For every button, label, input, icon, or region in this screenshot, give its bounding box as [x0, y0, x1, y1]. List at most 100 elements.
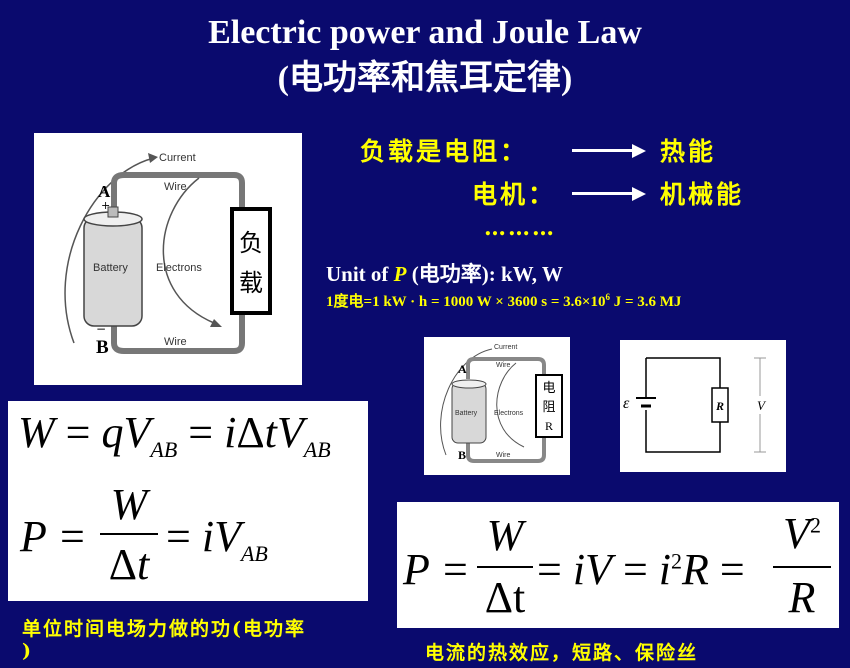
plus-sign: +	[101, 199, 110, 212]
resistor-label-1: 电	[542, 381, 555, 396]
voltage-label-bg	[752, 396, 770, 414]
motor-arrow-line	[572, 192, 634, 195]
work-formula: W = qVAB = iΔtVAB	[18, 408, 331, 462]
formula-box-right: P = W Δt = iV = i2R = V2 R	[397, 502, 839, 628]
power-symbol-right: P	[403, 545, 430, 594]
current-symbol: i	[224, 408, 237, 457]
unit-symbol: P	[393, 262, 407, 286]
mechanical-energy-text: 机械能	[660, 180, 745, 209]
equals-1: =	[60, 512, 85, 561]
small-electrons-arc	[496, 362, 525, 448]
delta-symbol: Δ	[236, 408, 265, 457]
bottom-wire	[111, 313, 245, 354]
subscript-ab-1: AB	[150, 436, 178, 462]
resistor-label-2: 阻	[542, 400, 555, 415]
denominator-delta: Δ	[108, 540, 138, 589]
square-1: 2	[671, 548, 682, 574]
unit-conversion: 1度电=1 kW · h = 1000 W × 3600 s = 3.6×106…	[326, 290, 681, 311]
subscript-ab-2: AB	[303, 436, 331, 462]
current-symbol-2: i	[201, 512, 215, 561]
unit-prefix: Unit of	[326, 262, 394, 286]
resistor-box	[535, 374, 563, 438]
small-wire-top-label: Wire	[496, 362, 510, 369]
circuit-bottom-wire	[645, 410, 721, 453]
page-title: Electric power and Joule Law	[208, 14, 642, 51]
wire-top-label: Wire	[164, 181, 187, 193]
load-box	[230, 207, 272, 315]
circuit-resistor-label: R	[715, 399, 724, 413]
small-bottom-wire	[466, 437, 546, 463]
equals-2: =	[443, 545, 468, 594]
battery-resistor-svg: Battery Electrons Current Wire Wire A B …	[440, 344, 563, 463]
joule-effect-note: 电流的热效应，短路、保险丝	[425, 642, 699, 664]
electrons-arc	[162, 177, 215, 324]
electrons-arrow	[210, 319, 222, 327]
resistor-arrow-line	[572, 149, 634, 152]
conversion-exponent: 6	[605, 292, 610, 302]
top-wire	[111, 172, 245, 211]
resistor-load-text: 负载是电阻：	[360, 137, 529, 166]
square-2: 2	[809, 512, 821, 538]
circuit-resistor	[711, 387, 729, 423]
small-wire-bottom-label: Wire	[496, 452, 510, 459]
fraction-numerator-w: W	[110, 480, 148, 529]
voltage-symbol-2: V	[276, 408, 304, 457]
page-subtitle: (电功率和焦耳定律)	[277, 60, 573, 97]
denominator-t: t	[137, 540, 150, 589]
time-symbol: t	[264, 408, 277, 457]
small-terminal-b: B	[458, 448, 466, 462]
right-denominator-r: R	[788, 573, 816, 622]
i-term: i	[658, 545, 671, 594]
power-symbol-left: P	[20, 512, 47, 561]
current-arrow	[148, 153, 158, 163]
current-label: Current	[159, 152, 196, 164]
fraction-bar-right-2	[773, 566, 831, 568]
resistor-label-3: R	[545, 419, 553, 433]
conversion-prefix: 1度电	[326, 294, 364, 310]
battery-resistor-diagram: Battery Electrons Current Wire Wire A B …	[424, 337, 570, 475]
v-term: V	[783, 509, 810, 558]
r-term: R	[682, 545, 709, 594]
load-label-1: 负	[239, 229, 263, 257]
emf-label: ε	[623, 395, 630, 412]
current-arc	[64, 157, 155, 344]
formula-box-left: W = qVAB = iΔtVAB P = W Δt = iVAB	[8, 401, 368, 601]
motor-load-text: 电机：	[472, 180, 557, 209]
heat-energy-text: 热能	[660, 137, 717, 166]
right-numerator-v2: V2	[771, 508, 833, 559]
power-chain: = iV = i2R =	[537, 545, 745, 594]
resistor-arrow-head	[632, 144, 646, 158]
conversion-suffix: J = 3.6 MJ	[609, 294, 682, 310]
power-definition-note: 单位时间电场力做的功(电功率	[22, 618, 306, 640]
motor-arrow-head	[632, 187, 646, 201]
small-electrons-label: Electrons	[494, 410, 524, 417]
terminal-a-label: A	[98, 182, 111, 201]
circuit-svg: R ε V	[623, 357, 770, 453]
electrons-label: Electrons	[156, 262, 202, 274]
ellipsis: ………	[484, 215, 556, 241]
subscript-ab-3: AB	[240, 540, 268, 566]
small-current-arc	[440, 348, 493, 456]
voltage-symbol: V	[123, 408, 151, 457]
battery-load-svg: Battery Electrons Current Wire Wire A + …	[64, 152, 272, 358]
minus-sign: −	[96, 322, 106, 336]
fraction-bar-right-1	[477, 566, 533, 568]
unit-of-power: Unit of P (电功率): kW, W	[326, 258, 563, 288]
wire-bottom-label: Wire	[164, 336, 187, 348]
unit-label: (电功率): kW, W	[406, 262, 563, 286]
small-top-wire	[466, 357, 546, 379]
terminal-b-label: B	[96, 337, 109, 358]
work-symbol: W	[18, 408, 55, 457]
circuit-diagram: R ε V	[620, 340, 786, 472]
power-current-voltage: = iVAB	[166, 512, 268, 566]
fraction-bar-left	[100, 533, 158, 535]
battery-terminal	[107, 206, 119, 218]
small-terminal-a: A	[458, 362, 467, 376]
power-definition-note-end: )	[22, 640, 31, 662]
small-current-label: Current	[494, 344, 517, 351]
right-numerator-w: W	[486, 511, 524, 560]
voltage-label: V	[757, 398, 767, 413]
small-battery-label: Battery	[455, 410, 478, 417]
charge-symbol: q	[101, 408, 124, 457]
battery-load-diagram: Battery Electrons Current Wire Wire A + …	[34, 133, 302, 385]
